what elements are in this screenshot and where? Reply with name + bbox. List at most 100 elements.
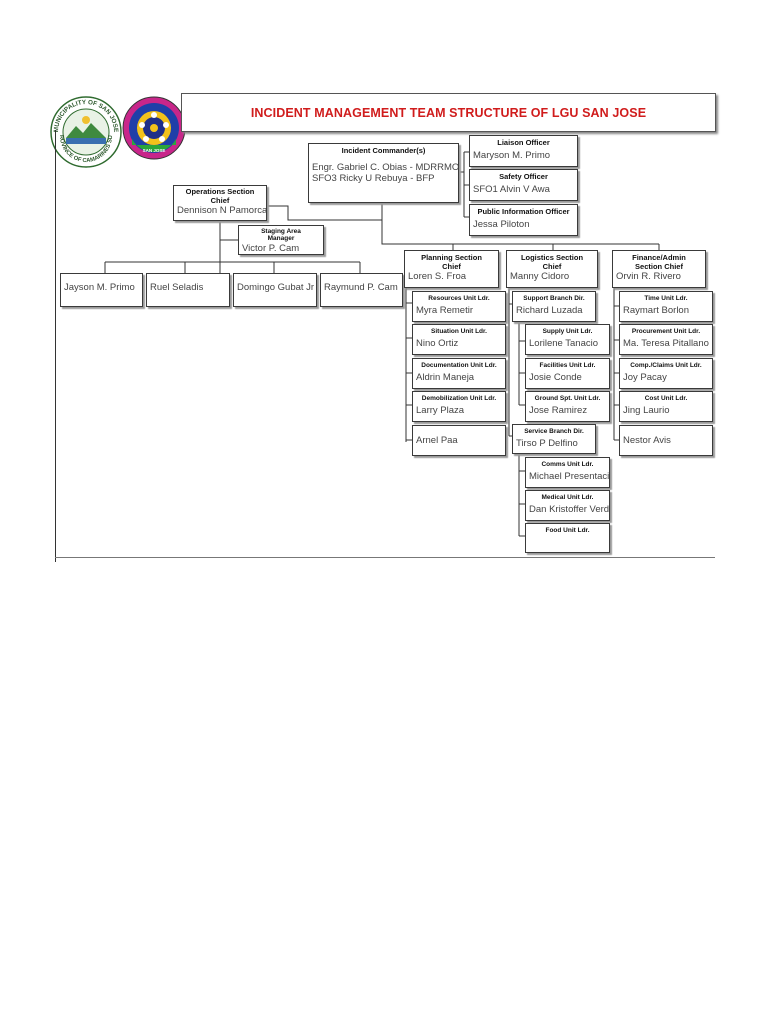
staging-area-box: Staging Area Manager Victor P. Cam	[238, 225, 324, 255]
incident-commander-label: Incident Commander(s)	[341, 146, 426, 155]
operations-member-box: Jayson M. Primo	[60, 273, 143, 307]
staging-area-label-2: Manager	[267, 235, 295, 243]
planning-chief-label-2: Chief	[442, 261, 461, 271]
logistics-unit-box: Medical Unit Ldr. Dan Kristoffer Verdi	[525, 490, 610, 521]
logistics-chief-label-1: Logistics Section	[520, 253, 584, 262]
service-branch-name: Tirso P Delfino	[516, 438, 578, 450]
liaison-officer-box: Liaison Officer Maryson M. Primo	[469, 135, 578, 167]
incident-commander-name-2: SFO3 Ricky U Rebuya - BFP	[312, 173, 435, 185]
logistics-chief-label-2: Chief	[542, 261, 562, 271]
logistics-chief-box: Logistics Section Chief Manny Cidoro	[506, 250, 598, 288]
safety-officer-label: Safety Officer	[499, 172, 548, 181]
incident-commander-name-1: Engr. Gabriel C. Obias - MDRRMO	[312, 161, 459, 173]
logistics-unit-label: Food Unit Ldr.	[545, 527, 590, 534]
liaison-officer-name: Maryson M. Primo	[473, 149, 551, 161]
finance-unit-name: Ma. Teresa Pitallano	[623, 338, 709, 350]
planning-unit-name: Myra Remetir	[416, 305, 474, 317]
finance-chief-box: Finance/Admin Section Chief Orvin R. Riv…	[612, 250, 706, 288]
planning-unit-box: Demobilization Unit Ldr. Larry Plaza	[412, 391, 506, 422]
planning-unit-name: Aldrin Maneja	[416, 372, 475, 384]
page-title: INCIDENT MANAGEMENT TEAM STRUCTURE OF LG…	[250, 105, 647, 120]
service-branch-label: Service Branch Dir.	[524, 428, 584, 435]
operations-chief-name: Dennison N Pamorca	[177, 205, 267, 217]
logistics-unit-name: Dan Kristoffer Verdi	[529, 504, 610, 516]
finance-unit-label: Comp./Claims Unit Ldr.	[630, 362, 702, 369]
logistics-unit-label: Comms Unit Ldr.	[541, 461, 594, 468]
incident-commander-box: Incident Commander(s) Engr. Gabriel C. O…	[308, 143, 459, 203]
finance-unit-label: Time Unit Ldr.	[644, 295, 688, 302]
operations-chief-box: Operations Section Chief Dennison N Pamo…	[173, 185, 267, 221]
operations-chief-label-1: Operations Section	[185, 187, 255, 196]
planning-chief-box: Planning Section Chief Loren S. Froa	[404, 250, 499, 288]
planning-unit-name: Arnel Paa	[416, 435, 458, 446]
planning-chief-name: Loren S. Froa	[408, 271, 467, 283]
finance-unit-label: Cost Unit Ldr.	[644, 395, 688, 402]
finance-unit-box: Time Unit Ldr. Raymart Borlon	[619, 291, 713, 322]
pio-box: Public Information Officer Jessa Piloton	[469, 204, 578, 236]
finance-unit-name: Joy Pacay	[623, 372, 667, 384]
planning-unit-box: Arnel Paa	[412, 425, 506, 456]
support-branch-name: Richard Luzada	[516, 305, 583, 317]
logistics-unit-name: Michael Presentacio	[529, 471, 610, 483]
support-branch-label: Support Branch Dir.	[523, 295, 585, 302]
finance-unit-box: Cost Unit Ldr. Jing Laurio	[619, 391, 713, 422]
operations-member-name: Domingo Gubat Jr	[237, 282, 315, 293]
pio-label: Public Information Officer	[477, 207, 570, 216]
logistics-unit-name	[526, 534, 609, 537]
finance-unit-box: Nestor Avis	[619, 425, 713, 456]
planning-unit-box: Documentation Unit Ldr. Aldrin Maneja	[412, 358, 506, 389]
logistics-unit-box: Comms Unit Ldr. Michael Presentacio	[525, 457, 610, 488]
planning-chief-label-1: Planning Section	[421, 253, 482, 262]
planning-unit-name: Nino Ortiz	[416, 338, 459, 350]
operations-member-box: Raymund P. Cam	[320, 273, 403, 307]
planning-unit-label: Resources Unit Ldr.	[428, 295, 490, 302]
support-branch-box: Support Branch Dir. Richard Luzada	[512, 291, 596, 322]
planning-unit-label: Situation Unit Ldr.	[431, 328, 487, 335]
staging-area-name: Victor P. Cam	[242, 242, 300, 254]
logistics-unit-label: Ground Spt. Unit Ldr.	[534, 395, 601, 402]
finance-chief-label-2: Section Chief	[635, 261, 683, 271]
safety-officer-box: Safety Officer SFO1 Alvin V Awa	[469, 169, 578, 201]
operations-member-name: Jayson M. Primo	[64, 282, 135, 293]
logistics-unit-box: Food Unit Ldr.	[525, 523, 610, 553]
mdrrmo-seal-text: SAN JOSE	[143, 148, 166, 153]
logistics-unit-box: Ground Spt. Unit Ldr. Jose Ramirez	[525, 391, 610, 422]
planning-unit-box: Situation Unit Ldr. Nino Ortiz	[412, 324, 506, 355]
staging-area-label-1: Staging Area	[261, 228, 301, 235]
finance-unit-name: Jing Laurio	[623, 405, 670, 417]
municipality-seal-graphic: MUNICIPALITY OF SAN JOSE PROVINCE OF CAM…	[50, 96, 122, 168]
logistics-unit-label: Medical Unit Ldr.	[541, 494, 594, 501]
planning-unit-name: Larry Plaza	[416, 405, 465, 417]
finance-unit-box: Procurement Unit Ldr. Ma. Teresa Pitalla…	[619, 324, 713, 355]
logistics-unit-name: Jose Ramirez	[529, 405, 588, 417]
frame-left-border	[55, 130, 56, 562]
logistics-unit-box: Supply Unit Ldr. Lorilene Tanacio	[525, 324, 610, 355]
finance-unit-name: Raymart Borlon	[623, 305, 689, 317]
operations-member-box: Ruel Seladis	[146, 273, 230, 307]
logistics-unit-name: Lorilene Tanacio	[529, 338, 599, 350]
frame-bottom-border	[55, 557, 715, 558]
service-branch-box: Service Branch Dir. Tirso P Delfino	[512, 424, 596, 454]
logistics-unit-label: Facilities Unit Ldr.	[539, 362, 596, 369]
municipality-seal-logo: MUNICIPALITY OF SAN JOSE PROVINCE OF CAM…	[50, 96, 122, 168]
finance-unit-label: Procurement Unit Ldr.	[631, 328, 701, 335]
logistics-unit-name: Josie Conde	[529, 372, 582, 384]
pio-name: Jessa Piloton	[473, 218, 530, 230]
finance-unit-name: Nestor Avis	[623, 435, 671, 446]
logistics-unit-label: Supply Unit Ldr.	[542, 328, 593, 335]
finance-chief-label-1: Finance/Admin	[632, 253, 686, 262]
safety-officer-name: SFO1 Alvin V Awa	[473, 183, 550, 195]
operations-member-name: Ruel Seladis	[150, 282, 204, 293]
logistics-chief-name: Manny Cidoro	[510, 271, 570, 283]
planning-unit-box: Resources Unit Ldr. Myra Remetir	[412, 291, 506, 322]
finance-unit-box: Comp./Claims Unit Ldr. Joy Pacay	[619, 358, 713, 389]
planning-unit-label: Documentation Unit Ldr.	[421, 362, 497, 369]
liaison-officer-label: Liaison Officer	[497, 138, 550, 147]
operations-member-name: Raymund P. Cam	[324, 282, 398, 293]
title-box: INCIDENT MANAGEMENT TEAM STRUCTURE OF LG…	[181, 93, 716, 132]
operations-member-box: Domingo Gubat Jr	[233, 273, 317, 307]
logistics-unit-box: Facilities Unit Ldr. Josie Conde	[525, 358, 610, 389]
operations-chief-label-2: Chief	[210, 195, 230, 205]
planning-unit-label: Demobilization Unit Ldr.	[421, 395, 497, 402]
